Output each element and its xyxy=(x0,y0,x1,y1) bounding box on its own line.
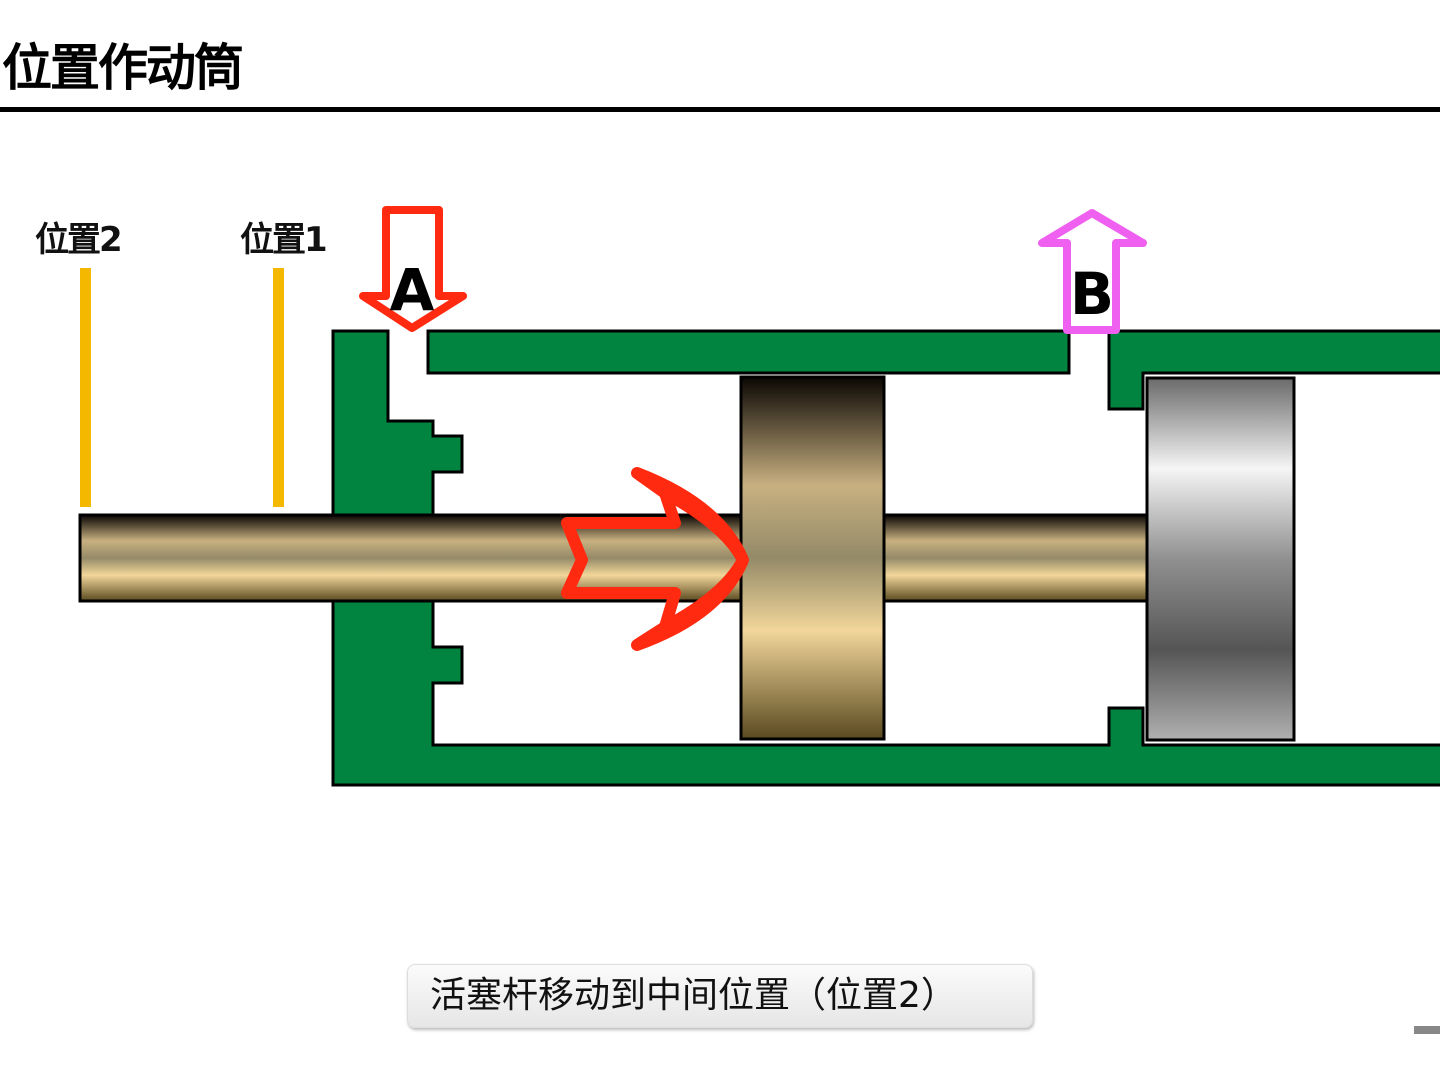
motion-arrow-icon xyxy=(561,467,749,651)
corner-fragment xyxy=(1414,1026,1440,1034)
piston xyxy=(739,375,886,741)
port-b-arrow-icon xyxy=(1038,209,1147,334)
port-a-label: A xyxy=(390,256,435,324)
rear-piston xyxy=(1145,376,1296,742)
position1-marker xyxy=(273,268,284,507)
port-a-arrow-icon xyxy=(359,206,467,332)
position2-label: 位置2 xyxy=(35,220,123,260)
housing-top-right xyxy=(1107,329,1440,411)
position1-label: 位置1 xyxy=(240,220,328,260)
port-b-label: B xyxy=(1070,260,1114,328)
housing-left-cap xyxy=(331,329,1440,787)
title-divider xyxy=(0,107,1440,112)
page-title: 位置作动筒 xyxy=(2,39,244,97)
position2-marker xyxy=(80,268,91,507)
caption-box: 活塞杆移动到中间位置（位置2） xyxy=(407,964,1033,1028)
piston-rod xyxy=(78,513,1149,603)
housing-top-wall xyxy=(426,329,1071,375)
